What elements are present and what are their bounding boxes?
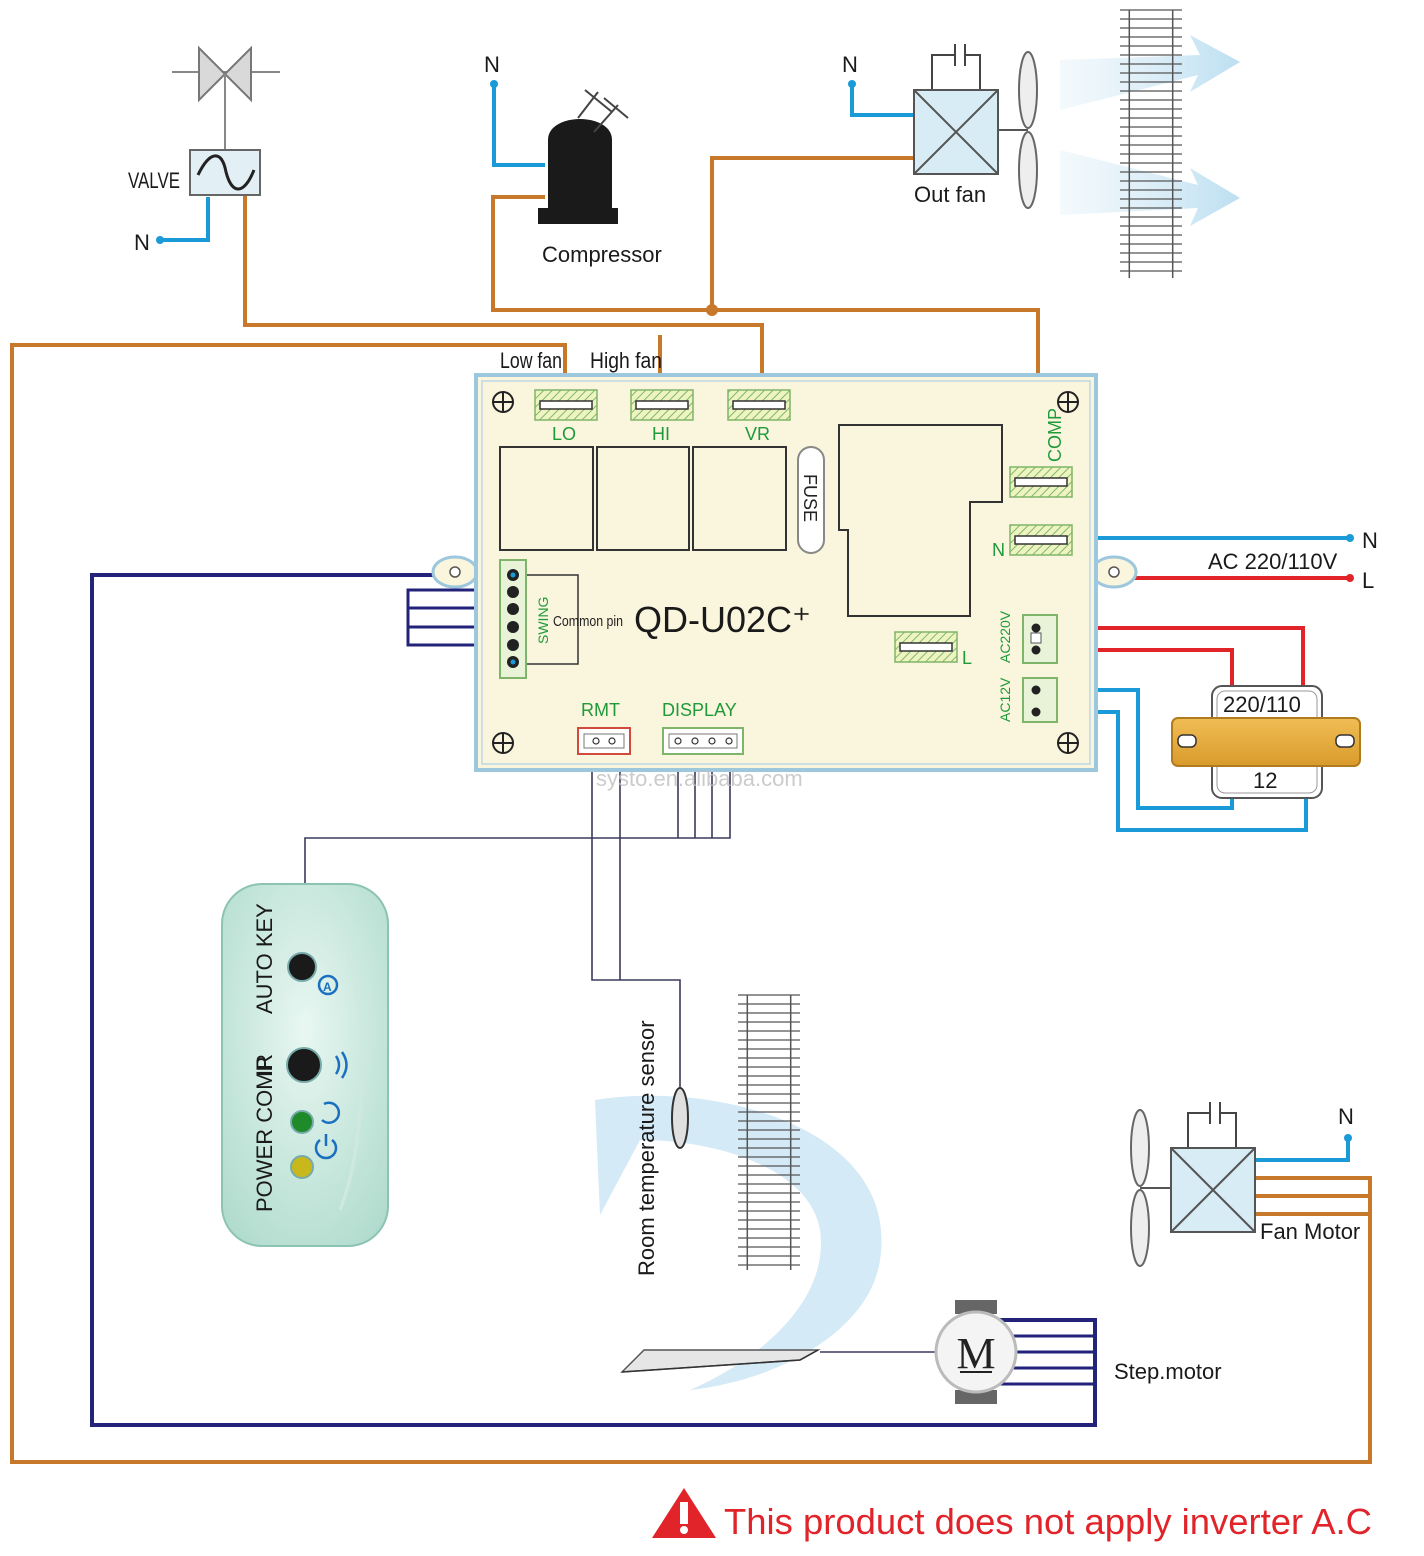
ac-supply-label: AC 220/110V xyxy=(1208,549,1338,574)
power-module xyxy=(838,424,1003,617)
orange-wires xyxy=(10,156,1372,1464)
low-fan-label: Low fan xyxy=(500,348,562,373)
fuse-label: FUSE xyxy=(800,474,820,522)
valve-component: VALVE N xyxy=(128,45,280,255)
out-fan-component: N Out fan xyxy=(842,44,1038,209)
room-temperature-sensor: Room temperature sensor xyxy=(634,1020,689,1276)
fanmotor-blade xyxy=(1130,1109,1150,1187)
terminal-dot xyxy=(490,80,498,88)
relays xyxy=(499,446,787,551)
fanmotor-capacitor-icon xyxy=(1187,1102,1237,1148)
condenser-coil xyxy=(1120,9,1182,278)
valve-n-label: N xyxy=(134,230,150,255)
power-led xyxy=(290,1155,314,1179)
terminal-dot xyxy=(156,236,164,244)
swing-label: SWING xyxy=(535,597,551,644)
fanmotor-n-label: N xyxy=(1338,1104,1354,1129)
outfan-capacitor-icon xyxy=(931,44,981,90)
comp-led xyxy=(290,1110,314,1134)
ir-receiver xyxy=(286,1047,322,1083)
hi-terminal-label: HI xyxy=(652,424,670,444)
auto-key-button xyxy=(287,952,317,982)
indoor-fan-motor: N Fan Motor xyxy=(1130,1102,1360,1267)
ac-symbol-icon xyxy=(196,154,256,191)
step-motor: M Step.motor xyxy=(934,1300,1222,1404)
svg-text:A: A xyxy=(323,980,332,994)
fanmotor-blade xyxy=(1130,1189,1150,1267)
lo-terminal-label: LO xyxy=(552,424,576,444)
evaporator-coil xyxy=(738,994,800,1270)
swing-pins xyxy=(507,569,519,668)
high-fan-label: High fan xyxy=(590,348,662,373)
fan-motor-label: Fan Motor xyxy=(1260,1219,1360,1244)
display-receiver-panel: A AUTO KEY IR POWER COMP xyxy=(221,883,389,1247)
indoor-airflow xyxy=(595,1095,882,1390)
compressor-n-label: N xyxy=(484,52,500,77)
warning-banner: This product does not apply inverter A.C xyxy=(652,1488,1372,1542)
terminal-dot xyxy=(1346,534,1354,542)
valve-label: VALVE xyxy=(128,168,180,193)
louver-blade xyxy=(620,1349,821,1373)
warning-text: This product does not apply inverter A.C xyxy=(724,1501,1372,1542)
power-comp-label: POWER COMP xyxy=(252,1057,277,1212)
terminal-dot xyxy=(848,80,856,88)
transformer-secondary-label: 12 xyxy=(1253,768,1277,793)
compressor-capacitor-icon xyxy=(577,89,629,133)
outfan-n-label: N xyxy=(842,52,858,77)
vr-terminal-label: VR xyxy=(745,424,770,444)
ir-signal-icon xyxy=(334,1051,348,1079)
outfan-blade xyxy=(1018,131,1038,209)
l-terminal-label: L xyxy=(962,648,972,668)
ac12v-connector xyxy=(1022,677,1058,723)
step-motor-label: Step.motor xyxy=(1114,1359,1222,1384)
pcb-board: LO HI VR COMP N L FUSE SWING Common pin … xyxy=(431,373,1138,772)
compressor-label: Compressor xyxy=(542,242,662,267)
transformer-primary-label: 220/110 xyxy=(1223,692,1301,717)
n-terminal-label: N xyxy=(992,540,1005,560)
room-sensor-label: Room temperature sensor xyxy=(634,1020,659,1276)
rmt-label: RMT xyxy=(581,700,620,720)
auto-icon xyxy=(317,974,339,996)
outfan-blade xyxy=(1018,51,1038,129)
screw-holes xyxy=(492,391,1079,754)
compressor-body xyxy=(548,119,612,210)
watermark: systo.en.alibaba.com xyxy=(596,766,803,791)
fuse xyxy=(797,446,825,554)
ac12v-label: AC12V xyxy=(997,677,1013,722)
terminal-dot xyxy=(1344,1134,1352,1142)
navy-wires xyxy=(90,573,1097,1427)
supply-n-label: N xyxy=(1362,528,1378,553)
motor-m-label: M xyxy=(956,1329,995,1378)
spade-terminals xyxy=(534,389,1073,663)
compressor-component: N Compressor xyxy=(484,52,662,267)
comp-cycle-icon xyxy=(321,1101,341,1124)
auto-key-label: AUTO KEY xyxy=(252,903,277,1014)
junction-dot xyxy=(706,304,718,316)
supply-l-label: L xyxy=(1362,568,1374,593)
transformer: 220/110 12 xyxy=(1171,685,1361,799)
terminal-dot xyxy=(1346,574,1354,582)
outfan-label: Out fan xyxy=(914,182,986,207)
power-icon xyxy=(314,1134,338,1160)
board-model-label: QD-U02C⁺ xyxy=(634,599,811,640)
display-label: DISPLAY xyxy=(662,700,737,720)
ir-label: IR xyxy=(252,1054,277,1076)
ac220v-label: AC220V xyxy=(997,610,1013,663)
common-pin-label: Common pin xyxy=(553,613,623,630)
comp-terminal-label: COMP xyxy=(1045,408,1065,462)
